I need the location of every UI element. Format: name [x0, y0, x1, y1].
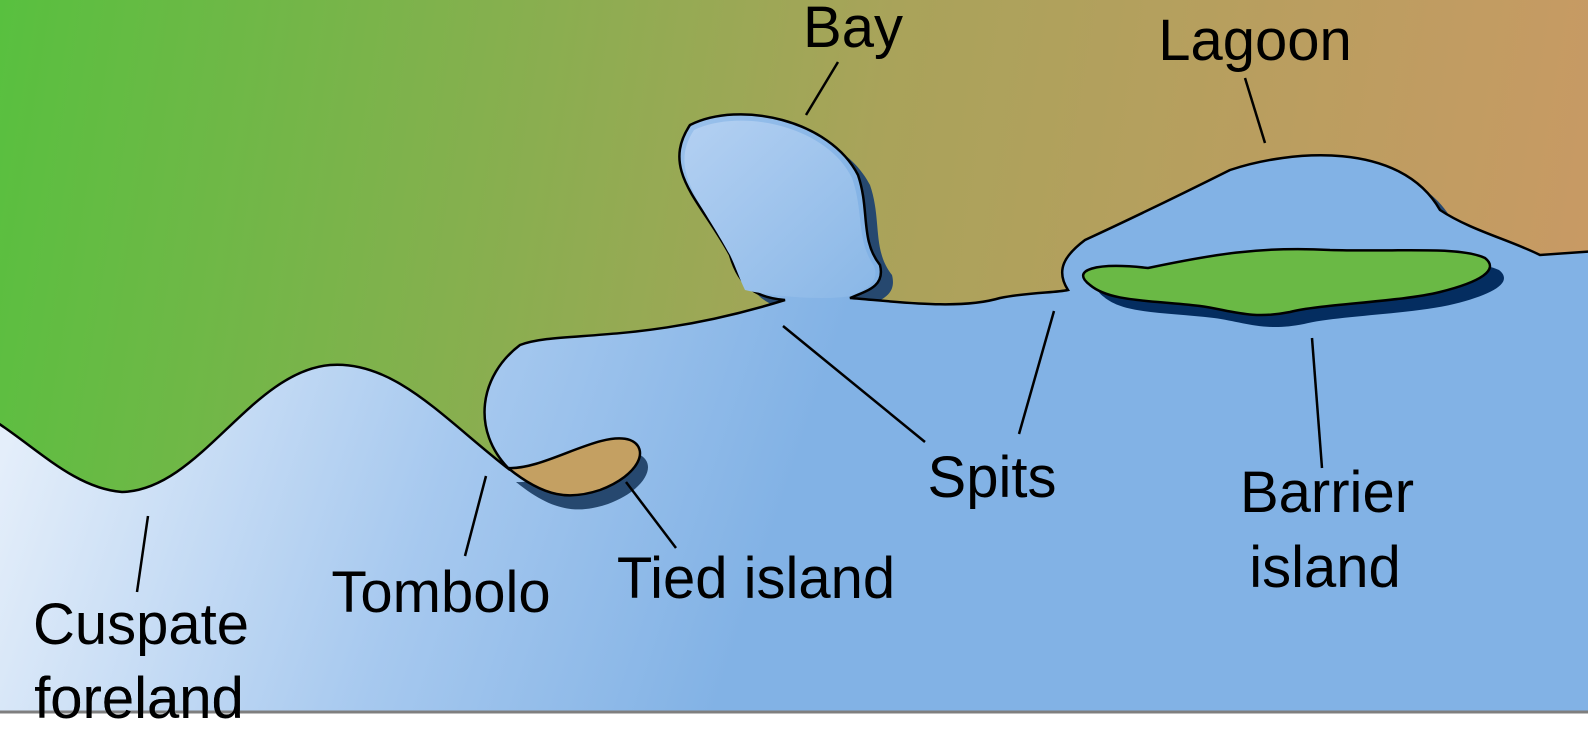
lagoon-leader: [1243, 77, 1267, 144]
leader-lines: [135, 61, 1324, 593]
cuspate-foreland-leader: [135, 515, 150, 593]
barrier-island-leader: [1310, 337, 1324, 469]
bay-water: [684, 120, 876, 298]
tied-island-leader: [625, 481, 677, 549]
tombolo-label: Tombolo: [331, 560, 550, 625]
lagoon-label: Lagoon: [1158, 8, 1352, 73]
tied-island-landform: [504, 437, 648, 510]
barrier-island-shape: [1082, 247, 1492, 317]
spits-leader-right: [1017, 310, 1056, 435]
bottom-margin: [0, 713, 1588, 746]
barrier-island-label-line1: Barrier: [1240, 460, 1414, 525]
spits-label: Spits: [928, 445, 1057, 510]
bay-leader: [804, 61, 840, 116]
spits-leader-left: [782, 325, 926, 443]
tied-island-label: Tied island: [617, 546, 895, 611]
cuspate-foreland-label-line1: Cuspate: [33, 592, 249, 657]
barrier-island-label-line2: island: [1249, 535, 1401, 600]
tombolo-leader: [463, 475, 488, 557]
labels: Bay Lagoon Spits Barrier island Tombolo …: [33, 0, 1414, 731]
bay-label: Bay: [803, 0, 903, 60]
tied-island-shape: [504, 437, 642, 497]
cuspate-foreland-label-line2-overlay: foreland: [34, 666, 244, 731]
barrier-island-landform: [1082, 247, 1504, 328]
